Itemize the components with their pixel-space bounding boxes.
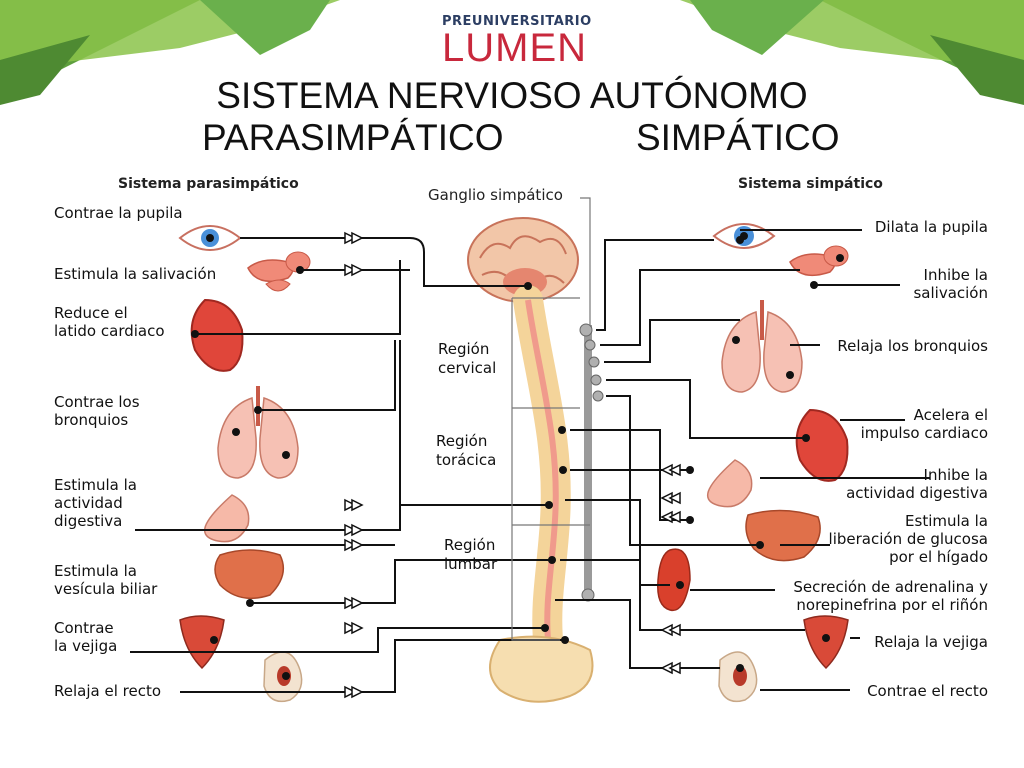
rectum-icon-right [718,651,758,703]
stomach-icon-right [706,459,753,508]
bladder-icon [179,615,225,670]
label-relaja-vejiga: Relaja la vejiga [874,633,988,651]
salivary-gland-icon-right [789,245,849,277]
sympathetic-arrows [660,463,681,675]
label-contrae-recto: Contrae el recto [867,682,988,700]
label-estimula-vesicula: Estimula la vesícula biliar [54,562,158,598]
spine-icon [489,285,594,703]
parasympathetic-arrows [344,231,364,699]
label-inhibe-salivacion: Inhibe la salivación [913,266,988,302]
region-brackets [511,197,591,641]
lungs-icon [217,386,299,479]
subtitle-parasympathetic: PARASIMPÁTICO [202,117,504,158]
heart-icon [190,298,244,372]
label-secrecion-adrenalina: Secreción de adrenalina y norepinefrina … [793,578,988,614]
label-contrae-vejiga: Contrae la vejiga [54,619,118,655]
left-banner-decoration [0,0,340,105]
label-region-cervical: Región cervical [438,340,497,377]
logo-subtitle: PREUNIVERSITARIO [442,14,592,29]
heading-sympathetic: Sistema simpático [738,176,883,192]
ganglion-chain [579,323,604,602]
parasympathetic-connections [130,237,565,693]
brain-icon [467,217,579,303]
eye-icon [178,225,242,251]
label-relaja-recto: Relaja el recto [54,682,161,700]
label-reduce-latido: Reduce el latido cardiaco [54,304,165,340]
stomach-icon [203,494,250,543]
logo-wordmark: LUMEN [442,26,588,70]
liver-icon [214,549,285,600]
heart-icon-right [795,408,849,482]
sympathetic-connections [555,229,930,691]
salivary-gland-icon [247,251,311,292]
label-estimula-salivacion: Estimula la salivación [54,265,217,283]
label-contrae-bronquios: Contrae los bronquios [54,393,140,429]
label-region-toracica: Región torácica [436,432,497,469]
nerve-nodes [191,236,844,680]
right-banner-decoration [680,0,1024,105]
label-dilata-pupila: Dilata la pupila [874,218,988,236]
label-estimula-actividad-digestiva: Estimula la actividad digestiva [54,476,137,530]
liver-icon-right [745,509,821,562]
subtitle-sympathetic: SIMPÁTICO [636,117,840,158]
page-title: SISTEMA NERVIOSO AUTÓNOMO [216,75,808,116]
kidney-icon [657,548,691,612]
label-inhibe-actividad-digestiva: Inhibe la actividad digestiva [846,466,988,502]
label-liberacion-glucosa: Estimula la liberación de glucosa por el… [828,512,988,566]
label-region-lumbar: Región lumbar [444,536,498,573]
eye-icon-right [712,223,776,249]
label-acelera-impulso: Acelera el impulso cardiaco [860,406,988,442]
heading-ganglion: Ganglio simpático [428,186,563,204]
label-relaja-bronquios: Relaja los bronquios [837,337,988,355]
label-contrae-pupila: Contrae la pupila [54,204,183,222]
heading-parasympathetic: Sistema parasimpático [118,176,299,192]
